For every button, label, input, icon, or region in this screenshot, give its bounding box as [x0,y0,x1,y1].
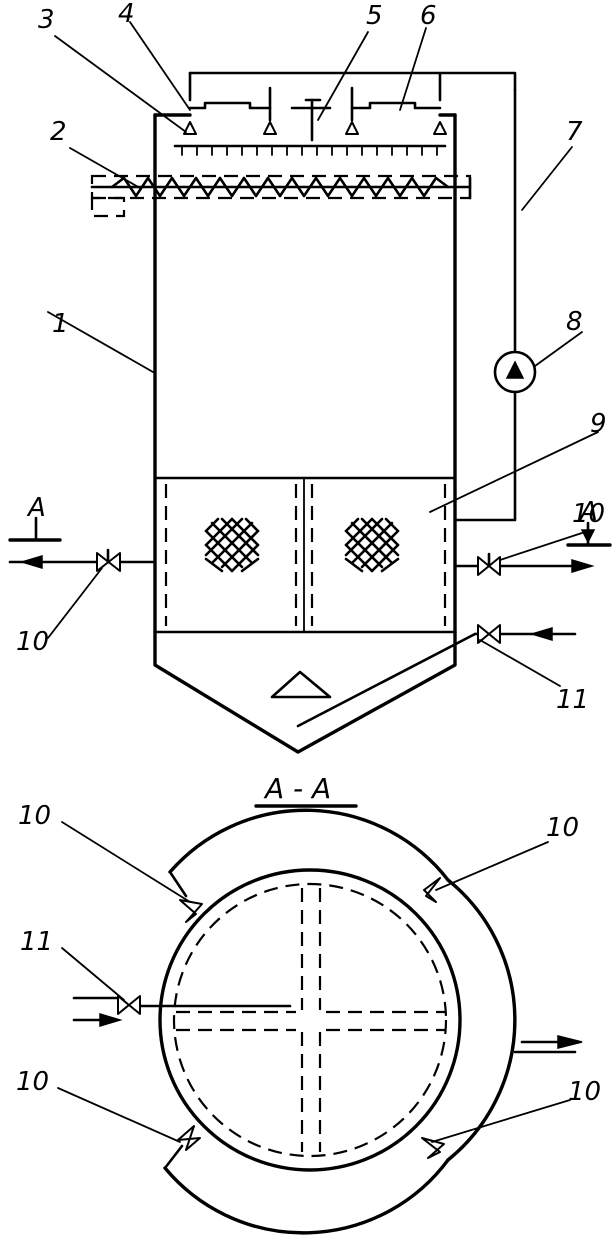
valve-icon [421,1137,445,1159]
plan-label-10-br: 10 [568,1077,601,1107]
nozzle-icon [183,121,197,135]
arrow-icon [571,558,595,574]
label-1: 1 [52,309,69,339]
arrow-icon [19,554,43,570]
plan-label-10-tl: 10 [18,801,51,831]
label-11: 11 [556,685,589,715]
arrow-icon [557,1035,583,1049]
vessel-body [153,113,457,634]
elevation-view: A A 3 4 5 6 2 [8,0,612,754]
vessel-plan [158,868,462,1172]
label-5: 5 [366,1,383,31]
mesh-pattern-right [344,517,400,573]
spray-header [183,71,517,142]
arrow-icon [529,626,553,642]
leader-lines [47,21,599,687]
plan-label-10-tr: 10 [546,813,579,843]
label-7: 7 [566,117,583,147]
plan-valves [177,877,445,1159]
valve-icon [177,1125,201,1151]
nozzle-icon [433,121,447,135]
collector-ring [163,808,583,1235]
valve-icon [477,624,501,644]
label-6: 6 [420,1,437,31]
label-2: 2 [50,117,67,147]
elevation-labels: 3 4 5 6 2 7 1 8 9 10 10 11 [16,0,607,715]
pump-arrow-icon [505,360,525,379]
label-4: 4 [118,0,135,29]
label-9: 9 [590,409,607,439]
plan-label-11: 11 [20,927,53,957]
recirculation-line [453,88,537,522]
deflector-cone [270,670,332,699]
cross-partitions [176,888,446,1152]
nozzle-icon [263,121,277,135]
filter-cassettes [164,477,447,633]
section-title: A - A [263,772,331,805]
section-marker-right: A [578,497,598,527]
section-mark-left: A [8,493,62,542]
left-outlet-pipe [8,548,157,572]
section-mark-right: A [566,497,612,547]
screw-conveyor [90,174,472,218]
plan-labels: 10 10 11 10 10 [16,801,601,1107]
plan-leader-lines [57,821,571,1143]
section-marker-left: A [26,493,46,523]
conical-bottom [153,630,477,754]
label-8: 8 [566,307,583,337]
label-3: 3 [38,5,55,35]
arrow-icon [99,1012,123,1028]
valve-icon [179,899,203,923]
label-10-left: 10 [16,627,49,657]
air-inlet-valve [473,624,577,644]
plan-view: A - A [16,772,601,1235]
distributor-comb [173,144,447,156]
mesh-pattern-left [204,517,260,573]
right-outlet-pipe [453,552,595,576]
valve-icon [423,877,441,903]
label-10-right: 10 [572,499,605,529]
nozzle-icon [345,121,359,135]
plan-label-10-bl: 10 [16,1067,49,1097]
air-inlet-pipe [296,632,477,728]
